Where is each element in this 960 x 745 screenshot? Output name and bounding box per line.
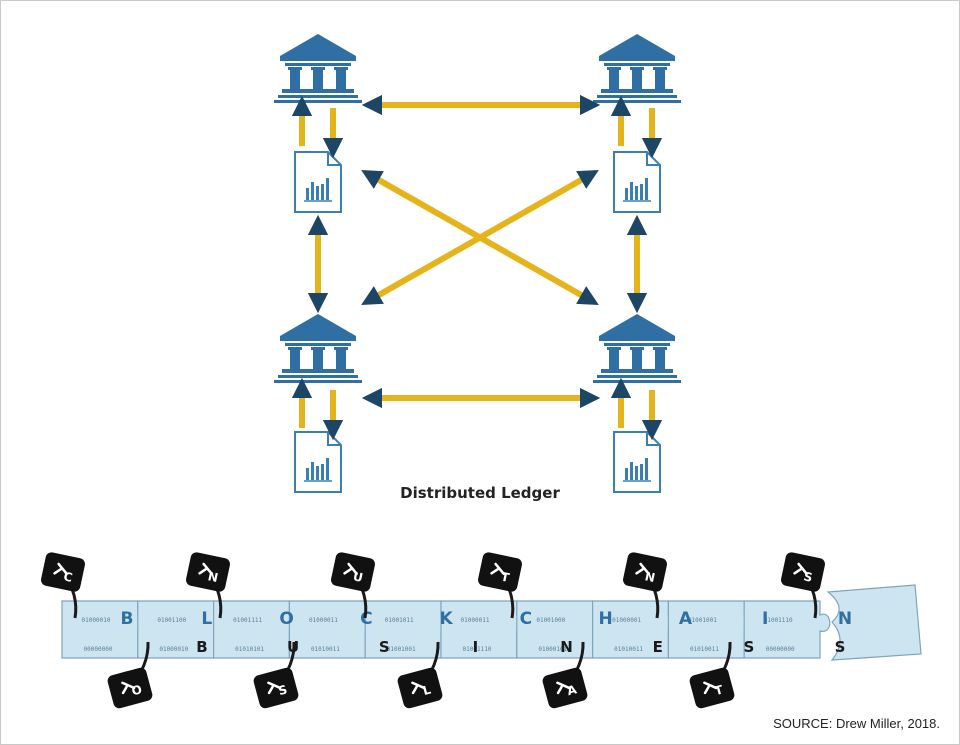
chain-letter-bottom: S [835,638,846,656]
bank-icon [274,314,362,383]
padlock-letter: S [802,569,813,584]
chain-letter-bottom: S [743,638,754,656]
chain-letter-bottom: E [653,638,663,656]
bank-icon [593,34,681,103]
binary-code: 01010011 [690,646,719,653]
padlock-letter: A [566,682,579,698]
chain-letter-bottom: N [560,638,573,656]
padlock-icon: O [105,665,155,711]
padlock-icon: L [395,665,445,711]
binary-code: 01000010 [82,617,111,624]
chain-letter-top: B [121,609,134,629]
padlock-icon: U [328,549,378,595]
binary-code: 01000011 [309,617,338,624]
chain-letter-top: K [440,609,454,629]
padlock-icon: N [183,549,233,595]
bank-icon [274,34,362,103]
padlock-icon: C [38,549,88,595]
diagram-caption: Distributed Ledger [400,484,560,502]
chain-letter-top: H [599,609,613,629]
padlock-letter: L [421,682,432,698]
arrow-diagonal-up [361,169,599,306]
binary-code: 01010011 [311,646,340,653]
binary-code: 01001110 [764,617,793,624]
bank-icon [593,314,681,383]
padlock-letter: S [277,682,289,698]
source-credit: SOURCE: Drew Miller, 2018. [773,716,940,731]
loose-puzzle-piece [826,584,922,661]
ledger-document-icon [613,431,661,493]
blockchain-puzzle-chain: 01000010 01001100 01001111 01000011 01001011… [38,549,922,711]
ledger-document-icon [613,151,661,213]
binary-code: 01001001 [688,617,717,624]
chain-letter-top: C [520,609,532,629]
binary-code: 00000000 [766,646,795,653]
chain-letter-top: I [762,609,768,629]
padlock-letter: C [62,569,74,585]
connection-arrows [291,94,663,441]
padlock-icon: S [251,665,301,711]
padlock-letter: N [644,569,657,585]
binary-code: 01001011 [385,617,414,624]
binary-code: 00000000 [84,646,113,653]
binary-code: 01001001 [387,646,416,653]
ledger-document-icon [294,431,342,493]
padlock-icon: S [778,549,828,595]
chain-letter-top: O [279,609,293,629]
binary-code: 01001100 [157,617,186,624]
padlock-icon: N [620,549,670,595]
binary-code: 01001000 [536,617,565,624]
binary-code: 01000010 [159,646,188,653]
binary-code: 01010101 [235,646,264,653]
padlock-icon: T [475,549,525,595]
chain-letter-top: N [838,609,852,629]
chain-letter-bottom: I [473,638,479,656]
binary-code: 01001110 [463,646,492,653]
binary-code: 01000011 [461,617,490,624]
binary-code: 01001111 [233,617,262,624]
binary-code: 01010011 [614,646,643,653]
chain-letter-bottom: B [196,638,207,656]
chain-letter-top: A [679,609,693,629]
ledger-document-icon [294,151,342,213]
padlock-letter: O [130,682,143,698]
binary-code: 01000101 [538,646,567,653]
padlock-icon: A [540,665,590,711]
chain-letter-top: C [360,609,372,629]
padlock-letter: T [500,569,512,585]
padlock-icon: T [687,665,737,711]
puzzle-piece [743,600,831,659]
chain-letter-bottom: S [379,638,390,656]
padlock-letter: U [352,569,364,585]
binary-code: 01000001 [612,617,641,624]
chain-letter-top: L [201,609,212,629]
padlock-letter: N [207,569,220,585]
